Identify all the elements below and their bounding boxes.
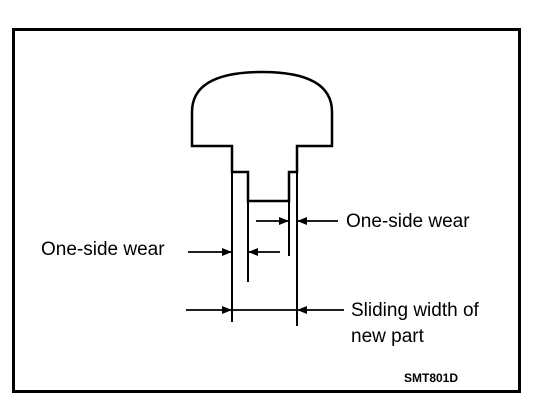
sliding-width-label-line2: new part: [351, 326, 425, 347]
diagram-frame: [12, 28, 521, 393]
sliding-width-label-line1: Sliding width of: [351, 300, 480, 321]
figure-code: SMT801D: [404, 371, 458, 385]
part-outline: [190, 70, 334, 203]
right-wear-label: One-side wear: [346, 211, 470, 232]
left-wear-label: One-side wear: [41, 239, 165, 260]
